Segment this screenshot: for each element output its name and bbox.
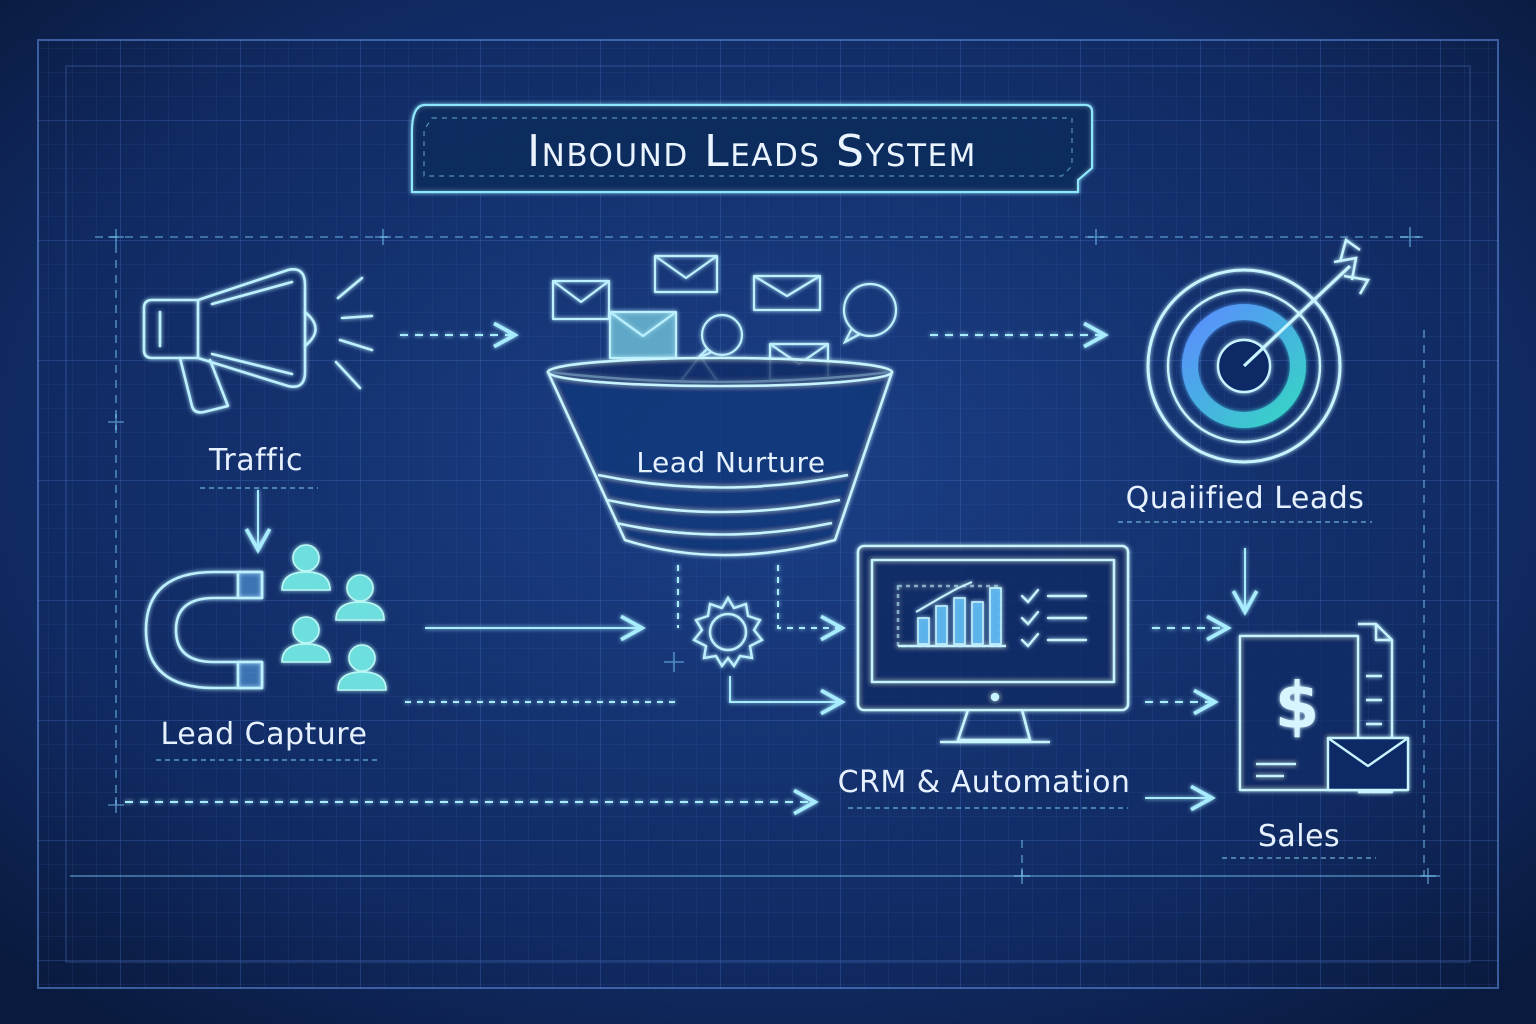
page-title: Inbound Leads System bbox=[527, 126, 977, 177]
magnet-icon bbox=[144, 570, 264, 690]
people-icon bbox=[281, 544, 387, 691]
frame-inner bbox=[65, 65, 1471, 963]
funnel-icon bbox=[546, 356, 894, 557]
construction-lines bbox=[70, 227, 1440, 884]
label-traffic: Traffic bbox=[208, 443, 303, 478]
megaphone-icon bbox=[142, 268, 374, 414]
label-lead-nurture: Lead Nurture bbox=[636, 446, 825, 479]
gear-icon bbox=[692, 595, 764, 669]
target-arrow-icon bbox=[1146, 237, 1371, 464]
envelope-icon bbox=[551, 254, 830, 382]
arrow-gear-to-crm bbox=[777, 565, 846, 642]
flow-arrows bbox=[125, 321, 1259, 816]
label-crm-automation: CRM & Automation bbox=[838, 765, 1131, 800]
arrow-gear-to-crm-lower bbox=[729, 676, 846, 716]
invoice-dollar-icon bbox=[1238, 622, 1410, 794]
label-sales: Sales bbox=[1258, 819, 1340, 854]
title-banner: Inbound Leads System bbox=[410, 103, 1094, 194]
dollar-sign-icon: $ bbox=[1275, 670, 1320, 744]
label-qualified-leads: Quaiified Leads bbox=[1126, 481, 1365, 516]
frame-outer bbox=[37, 39, 1499, 989]
label-lead-capture: Lead Capture bbox=[161, 717, 368, 752]
checklist-icon bbox=[1020, 588, 1088, 648]
bar-chart-icon bbox=[917, 587, 1002, 645]
